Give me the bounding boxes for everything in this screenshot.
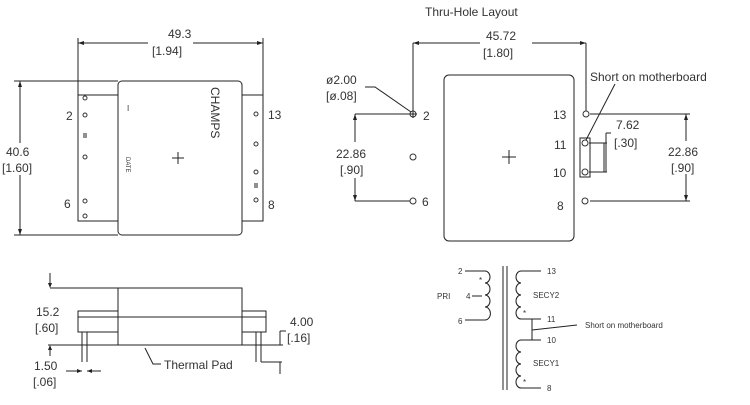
span-in-label: [1.80] (483, 46, 513, 60)
center-cross-icon (502, 150, 516, 164)
pin-2-label: 2 (458, 267, 463, 276)
polarity-dot-icon: * (523, 309, 526, 318)
layout-view: Thru-Hole Layout 45.72 [1.80] ø2.00 [ø.0… (326, 5, 707, 242)
short-on-motherboard-label: Short on motherboard (590, 70, 707, 84)
pin-2-label: 2 (423, 109, 430, 123)
pin-6-label: 6 (458, 317, 463, 326)
left-pin-holes (82, 95, 88, 219)
pin-length-mm-label: 4.00 (290, 315, 314, 329)
pin-13-label: 13 (547, 267, 556, 276)
pin-width-mm-label: 1.50 (34, 359, 58, 373)
left-pitch-mm-label: 22.86 (336, 147, 366, 161)
pin-8-label: 8 (557, 199, 564, 213)
pin-length-in-label: [.16] (287, 331, 310, 345)
polarity-dot-icon: * (479, 276, 482, 285)
pin-10-label: 10 (547, 336, 556, 345)
thermal-pad-label: Thermal Pad (164, 358, 233, 372)
width-in-label: [1.94] (152, 44, 182, 58)
short-pitch-mm-label: 7.62 (616, 118, 640, 132)
short-pitch-in-label: [.30] (614, 136, 637, 150)
primary-winding (465, 270, 491, 321)
pin-8-label: 8 (547, 384, 552, 393)
secy1-label: SECY1 (533, 359, 560, 368)
width-mm-label: 49.3 (168, 27, 192, 41)
pin-6-label: 6 (422, 195, 429, 209)
pin-width-in-label: [.06] (33, 375, 56, 389)
height-in-label: [1.60] (2, 161, 32, 175)
pin-10-label: 10 (553, 166, 567, 180)
pin-2-label: 2 (66, 109, 73, 123)
polarity-dot-icon: * (523, 378, 526, 387)
schematic: PRI 2 4 6 * * * SECY2 SECY1 13 11 10 8 S… (437, 266, 663, 393)
left-pitch-in-label: [.90] (340, 163, 363, 177)
right-pitch-in-label: [.90] (671, 161, 694, 175)
pin-13-label: 13 (553, 108, 567, 122)
right-pin-holes (253, 111, 259, 203)
height-mm-label: 15.2 (36, 305, 60, 319)
height-mm-label: 40.6 (6, 145, 30, 159)
pin-11-label: 11 (554, 138, 567, 152)
short-link (579, 137, 591, 178)
layout-holes (409, 110, 590, 205)
pin1-marking: I (127, 104, 129, 113)
pin-4-label: 4 (466, 292, 471, 301)
pin-13-label: 13 (268, 108, 282, 122)
date-marking: DATE (124, 157, 130, 173)
layout-title: Thru-Hole Layout (425, 5, 518, 19)
pin-6-label: 6 (64, 197, 71, 211)
pin-11-label: 11 (547, 315, 556, 324)
top-view: 49.3 [1.94] 40.6 [1.60] 2 6 13 8 CHAMPS … (2, 27, 282, 236)
brand-marking: CHAMPS (208, 87, 222, 138)
short-on-motherboard-label: Short on motherboard (585, 321, 663, 330)
center-cross-icon (172, 152, 184, 164)
secy1-winding (515, 339, 541, 389)
hole-dia-in-label: [ø.08] (326, 89, 357, 103)
secy2-winding (515, 270, 541, 320)
pin-8-label: 8 (268, 198, 275, 212)
right-pitch-mm-label: 22.86 (668, 145, 698, 159)
hole-dia-mm-label: ø2.00 (326, 73, 357, 87)
span-mm-label: 45.72 (486, 29, 516, 43)
secy2-label: SECY2 (533, 291, 560, 300)
height-in-label: [.60] (35, 321, 58, 335)
side-view: 15.2 [.60] 1.50 [.06] 4.00 [.16] Thermal… (33, 273, 314, 389)
primary-label: PRI (437, 292, 450, 301)
